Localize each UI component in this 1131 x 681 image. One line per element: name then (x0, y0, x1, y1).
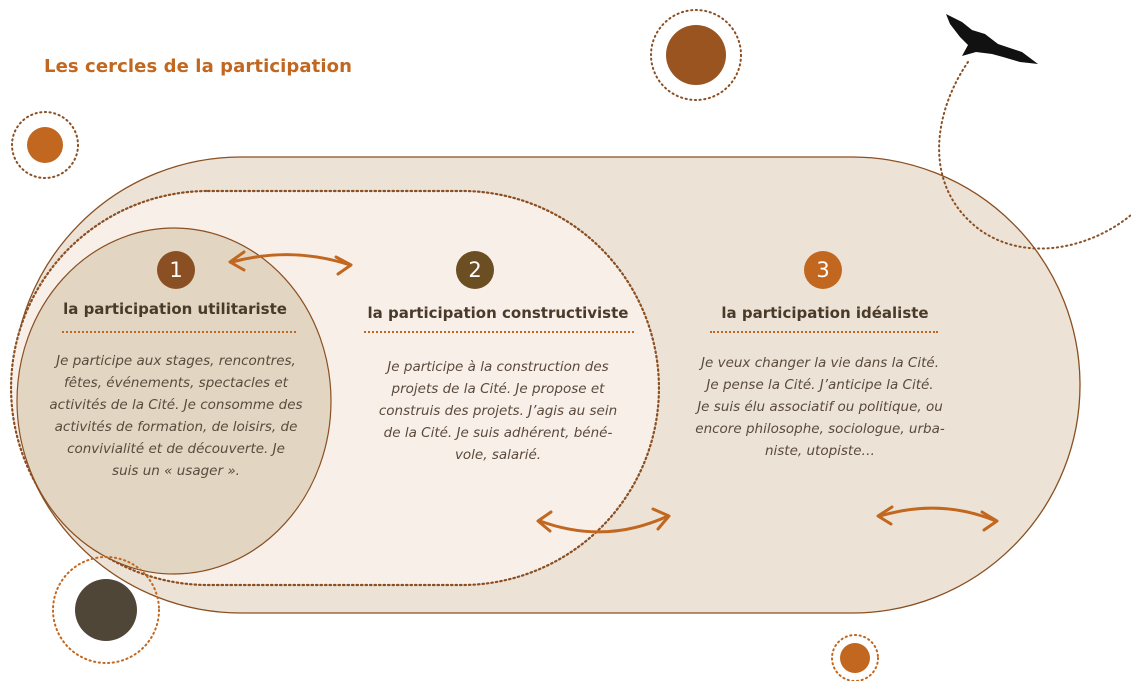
heading-underline (710, 331, 938, 333)
step-number-3: 3 (804, 251, 842, 289)
heading-underline (364, 331, 634, 333)
step-number-2: 2 (456, 251, 494, 289)
description-line: encore philosophe, sociologue, urba- (695, 421, 945, 437)
double-arrow-icon (228, 250, 353, 276)
description-line: projets de la Cité. Je propose et (391, 381, 605, 397)
double-arrow-icon (876, 505, 999, 532)
description-line: Je veux changer la vie dans la Cité. (701, 355, 939, 371)
inner-circle-shape (16, 227, 332, 575)
step-number-1: 1 (157, 251, 195, 289)
description-line: activités de formation, de loisirs, de (54, 419, 298, 435)
decorative-dot-icon (650, 9, 742, 101)
description-line: convivialité et de découverte. Je (67, 441, 285, 457)
description-line: Je suis élu associatif ou politique, ou (697, 399, 943, 415)
description-utilitariste: Je participe aux stages, rencontres, fêt… (26, 350, 326, 482)
description-line: fêtes, événements, spectacles et (64, 375, 288, 391)
description-line: activités de la Cité. Je consomme des (49, 397, 303, 413)
description-line: Je participe aux stages, rencontres, (56, 353, 296, 369)
double-arrow-icon (536, 507, 671, 534)
decorative-dot-icon (831, 634, 879, 681)
decorative-dot-icon (11, 111, 79, 179)
description-line: de la Cité. Je suis adhérent, béné- (383, 425, 613, 441)
diagram-title: Les cercles de la participation (44, 56, 352, 77)
description-constructiviste: Je participe à la construction des proje… (348, 356, 648, 466)
decorative-dot-icon (52, 556, 160, 664)
description-line: construis des projets. J’agis au sein (378, 403, 618, 419)
heading-utilitariste: la participation utilitariste (63, 300, 287, 318)
heading-idealiste: la participation idéaliste (721, 304, 929, 322)
heading-constructiviste: la participation constructiviste (367, 304, 629, 322)
description-idealiste: Je veux changer la vie dans la Cité. Je … (670, 352, 970, 462)
description-line: niste, utopiste… (764, 443, 876, 459)
bird-icon (946, 14, 1038, 64)
description-line: Je participe à la construction des (387, 359, 609, 375)
bird-flight-path (938, 61, 1131, 250)
description-line: Je pense la Cité. J’anticipe la Cité. (706, 377, 934, 393)
description-line: vole, salarié. (454, 447, 542, 463)
heading-underline (62, 331, 296, 333)
description-line: suis un « usager ». (112, 463, 240, 479)
